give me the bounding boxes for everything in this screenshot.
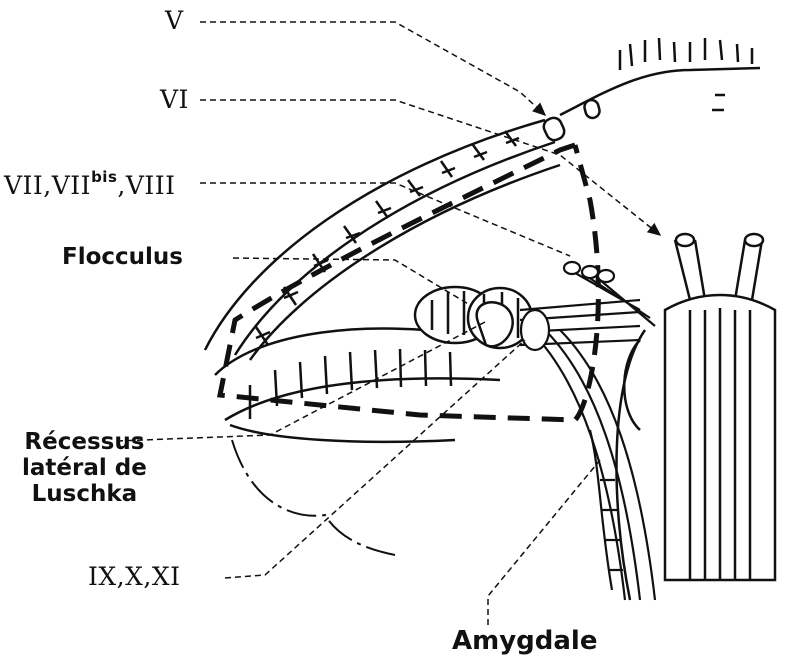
hemisphere-outline bbox=[232, 440, 395, 555]
leader-lines bbox=[117, 22, 660, 625]
leader-ix bbox=[225, 340, 525, 578]
leader-v bbox=[200, 22, 545, 115]
label-flocculus: Flocculus bbox=[62, 246, 183, 269]
label-recessus-line3: Luschka bbox=[22, 482, 147, 508]
label-vii-part2: ,VIII bbox=[117, 171, 175, 200]
nerve-bundles bbox=[520, 262, 655, 600]
label-vii-superscript: bis bbox=[91, 168, 117, 186]
label-nerves-vii-viii: VII,VIIbis,VIII bbox=[4, 170, 176, 198]
label-amygdale: Amygdale bbox=[452, 628, 597, 654]
label-recessus: Récessus latéral de Luschka bbox=[22, 430, 147, 507]
nerve-v-stubs bbox=[541, 98, 601, 142]
medulla bbox=[616, 234, 789, 600]
label-nerve-v: V bbox=[165, 8, 184, 33]
label-nerve-vi: VI bbox=[160, 87, 189, 112]
flocculus-shape bbox=[415, 287, 532, 348]
label-nerves-ix-x-xi: IX,X,XI bbox=[88, 564, 181, 589]
label-vii-part1: VII,VII bbox=[4, 171, 91, 200]
label-recessus-line1: Récessus bbox=[22, 430, 147, 456]
leader-amygdale bbox=[488, 460, 600, 625]
cerebellum-folia-lower bbox=[215, 328, 500, 441]
label-recessus-line2: latéral de bbox=[22, 456, 147, 482]
